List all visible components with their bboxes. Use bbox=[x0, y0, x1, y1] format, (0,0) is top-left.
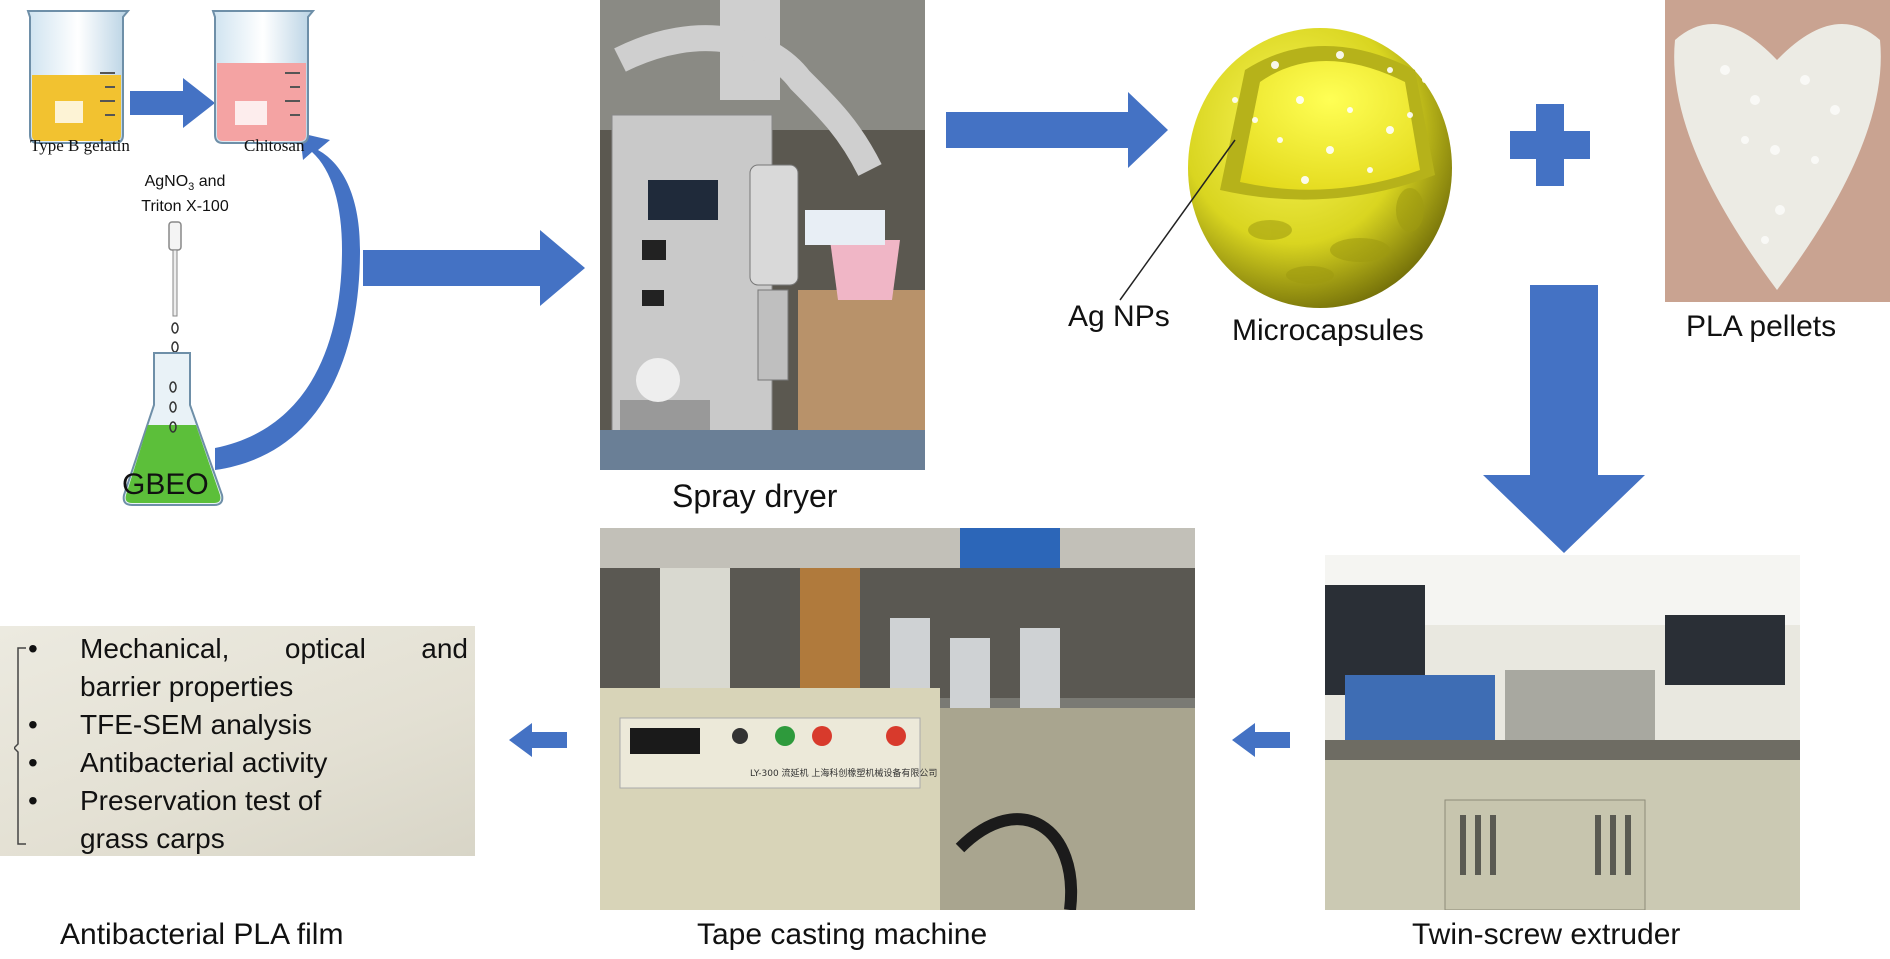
pla-pellets-label: PLA pellets bbox=[1686, 310, 1837, 343]
twin-screw-extruder-photo bbox=[1325, 555, 1800, 910]
gelatin-beaker bbox=[26, 10, 131, 144]
film-label: Antibacterial PLA film bbox=[60, 918, 344, 951]
bullet-line: Mechanical, optical and bbox=[80, 633, 468, 664]
bullet-line: barrier properties bbox=[80, 671, 294, 702]
arrow-to-microcapsules bbox=[946, 92, 1168, 168]
tape-casting-label: Tape casting machine bbox=[697, 918, 988, 951]
arrow-gelatin-to-chitosan bbox=[130, 78, 215, 128]
film-bracket bbox=[14, 647, 26, 845]
spray-dryer-label: Spray dryer bbox=[672, 478, 838, 514]
list-item: • TFE-SEM analysis bbox=[28, 706, 468, 744]
tape-model-text: LY-300 流延机 上海科创橡塑机械设备有限公司 bbox=[750, 767, 937, 779]
bullet-dot: • bbox=[28, 709, 38, 740]
spray-dryer-photo bbox=[600, 0, 925, 470]
chitosan-beaker bbox=[211, 10, 316, 144]
microcapsule-sphere bbox=[1188, 28, 1452, 308]
bullet-line: TFE-SEM analysis bbox=[80, 709, 312, 740]
ag-nps-label: Ag NPs bbox=[1068, 300, 1170, 333]
ag-nps-pointer bbox=[1119, 139, 1236, 301]
bullet-dot: • bbox=[28, 785, 38, 816]
arrow-to-film bbox=[509, 723, 567, 757]
chitosan-label: Chitosan bbox=[244, 136, 305, 155]
arrow-curved-flask-to-chitosan bbox=[215, 133, 360, 470]
gelatin-label: Type B gelatin bbox=[30, 136, 130, 155]
arrow-down-to-extruder bbox=[1483, 285, 1645, 553]
bullet-dot: • bbox=[28, 747, 38, 778]
gbeo-label: GBEO bbox=[122, 468, 209, 501]
bullet-line: grass carps bbox=[80, 823, 225, 854]
list-item: • Antibacterial activity bbox=[28, 744, 468, 782]
list-item: • Preservation test of grass carps bbox=[28, 782, 468, 856]
microcapsules-label: Microcapsules bbox=[1232, 314, 1424, 347]
bullet-dot: • bbox=[28, 633, 38, 664]
list-item: • Mechanical, optical and barrier proper… bbox=[28, 630, 468, 706]
arrow-to-tape-casting bbox=[1232, 723, 1290, 757]
reagent-label: AgNO3 and Triton X-100 bbox=[141, 173, 229, 216]
arrow-to-spray-dryer bbox=[363, 230, 585, 306]
bullet-line: Antibacterial activity bbox=[80, 747, 328, 778]
film-bullet-list: • Mechanical, optical and barrier proper… bbox=[28, 630, 468, 856]
pla-pellets-photo bbox=[1665, 0, 1890, 302]
gbeo-flask bbox=[122, 352, 224, 506]
tape-casting-photo: LY-300 流延机 上海科创橡塑机械设备有限公司 bbox=[600, 528, 1195, 910]
plus-icon bbox=[1510, 104, 1590, 186]
bullet-line: Preservation test of bbox=[80, 785, 322, 816]
twin-screw-label: Twin-screw extruder bbox=[1412, 918, 1681, 951]
pla-film-photo: • Mechanical, optical and barrier proper… bbox=[0, 626, 475, 856]
